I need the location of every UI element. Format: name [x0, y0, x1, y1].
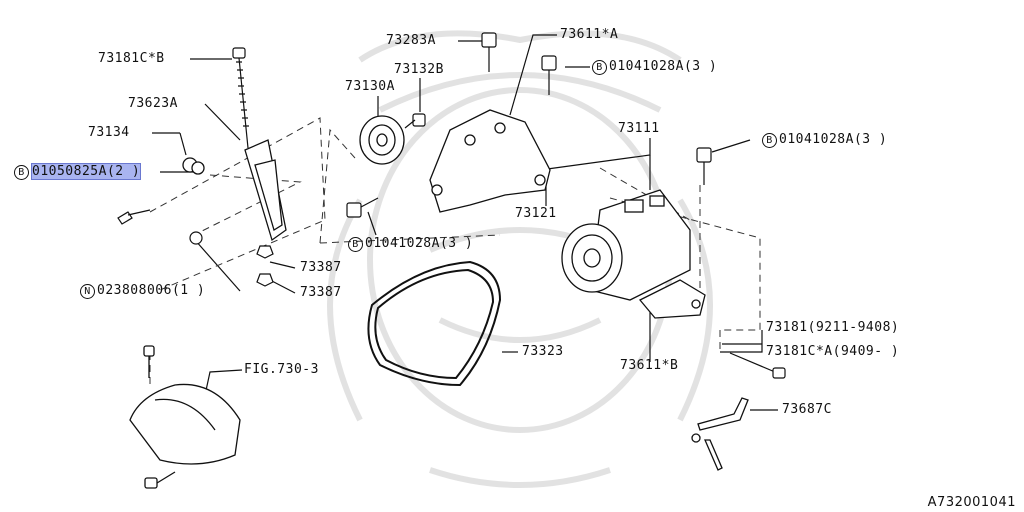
bolt-right-icon: [696, 147, 712, 185]
part-number: 01041028A(3 ): [779, 132, 888, 147]
label-73687C: 73687C: [782, 402, 832, 417]
bracket-73611a-icon: [429, 109, 551, 213]
drive-belt-icon: [367, 260, 502, 387]
idler-pulley-icon: [359, 115, 405, 165]
b-circle-icon: B: [14, 165, 29, 180]
part-number: 023808006(1 ): [97, 283, 206, 298]
label-73283A: 73283A: [386, 33, 436, 48]
bracket-73687c-icon: [691, 397, 749, 471]
label-73611B: 73611*B: [620, 358, 679, 373]
leader-01041028A-mid: [367, 211, 377, 236]
label-73387a: 73387: [300, 260, 342, 275]
label-73132B: 73132B: [394, 62, 444, 77]
leader-01041028A-right: [711, 139, 751, 153]
label-73181C-A: 73181C*A(9409- ): [766, 344, 900, 359]
bracket-73611b-icon: [638, 279, 706, 319]
highlighted-part-number[interactable]: 01050825A(2 ): [31, 163, 142, 180]
leader-73623A: [204, 103, 241, 141]
label-73121: 73121: [515, 206, 557, 221]
label-73323: 73323: [522, 344, 564, 359]
part-number: 01041028A(3 ): [365, 236, 474, 251]
leader-73134: [179, 132, 187, 156]
leader-73387b: [269, 279, 296, 294]
cover-icon: [129, 345, 241, 489]
leader-fig730: [204, 369, 243, 396]
b-circle-icon: B: [348, 237, 363, 252]
label-73387b: 73387: [300, 285, 342, 300]
adjuster-bracket-icon: [182, 139, 287, 242]
b-circle-icon: B: [762, 133, 777, 148]
label-73181C-B: 73181C*B: [98, 51, 165, 66]
part-number: 01041028A(3 ): [609, 59, 718, 74]
bolt-73283a-icon: [481, 32, 497, 72]
label-73134: 73134: [88, 125, 130, 140]
label-73130A: 73130A: [345, 79, 395, 94]
leader-73181: [720, 330, 763, 353]
long-bolt-icon: [232, 47, 249, 149]
label-73611A: 73611*A: [560, 27, 619, 42]
leader-73111: [539, 138, 651, 171]
diagram-reference-code: A732001041: [927, 495, 1016, 510]
label-73181: 73181(9211-9408): [766, 320, 900, 335]
bolt-mid-icon: [346, 197, 379, 218]
bolt-top-icon: [541, 55, 557, 95]
label-73623A: 73623A: [128, 96, 178, 111]
label-73111: 73111: [618, 121, 660, 136]
ac-compressor-icon: [561, 189, 691, 301]
leader-73611A: [509, 34, 557, 116]
through-bolt-icon: [729, 352, 786, 379]
leader-73387a: [269, 261, 296, 269]
b-circle-icon: B: [592, 60, 607, 75]
pulley-bolt-icon: [404, 113, 426, 129]
label-fig730[interactable]: FIG.730-3: [244, 362, 319, 377]
small-hardware-icons: [117, 209, 274, 287]
n-circle-icon: N: [80, 284, 95, 299]
